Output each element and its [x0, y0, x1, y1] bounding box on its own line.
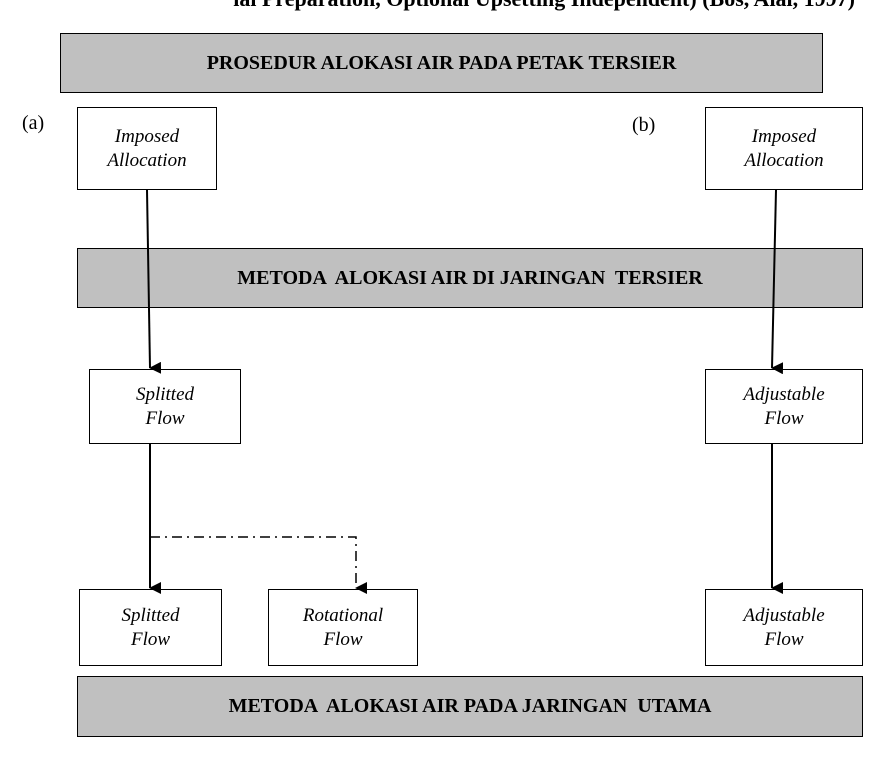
box-text-line-2: Allocation [107, 149, 187, 171]
box-text-line-2: Allocation [744, 149, 824, 171]
box-text-line-1: Imposed [114, 125, 180, 147]
box-imposed-allocation-a: Imposed Allocation [77, 107, 217, 190]
label-a: (a) [22, 112, 45, 134]
label-b: (b) [632, 114, 656, 136]
band-tertiary-method-text: METODA ALOKASI AIR DI JARINGAN TERSIER [237, 266, 703, 289]
box-text-line-1: Rotational [302, 604, 384, 626]
box-text-line-1: Adjustable [743, 604, 825, 626]
box-text-line-1: Imposed [751, 125, 817, 147]
box-text-line-2: Flow [130, 628, 171, 650]
box-splitted-flow-mid: Splitted Flow [89, 369, 241, 444]
box-adjustable-flow-mid: Adjustable Flow [705, 369, 863, 444]
box-text-line-1: Splitted [121, 604, 180, 626]
box-adjustable-flow-bottom: Adjustable Flow [705, 589, 863, 666]
box-text-line-2: Flow [764, 628, 804, 650]
box-text-line-2: Flow [764, 407, 804, 429]
band-main-network-method: METODA ALOKASI AIR PADA JARINGAN UTAMA [77, 676, 863, 737]
box-text-line-1: Adjustable [743, 383, 825, 405]
box-rotational-flow-bottom: Rotational Flow [268, 589, 418, 666]
box-text-line-2: Flow [323, 628, 363, 650]
box-splitted-flow-bottom: Splitted Flow [79, 589, 222, 666]
dashdot-splitted-to-rotational [150, 536, 367, 594]
cut-off-caption-text: ial Preparation, Optional Upsetting Inde… [233, 0, 855, 12]
band-tertiary-method: METODA ALOKASI AIR DI JARINGAN TERSIER [77, 248, 863, 308]
band-main-network-method-text: METODA ALOKASI AIR PADA JARINGAN UTAMA [228, 695, 712, 717]
box-imposed-allocation-b: Imposed Allocation [705, 107, 863, 190]
arrow-imposed-b-to-adjustable [771, 189, 784, 375]
arrow-imposed-a-to-splitted [146, 189, 162, 374]
box-text-line-1: Splitted [135, 383, 195, 405]
band-procedure-text: PROSEDUR ALOKASI AIR PADA PETAK TERSIER [206, 51, 677, 74]
box-text-line-2: Flow [145, 407, 185, 429]
band-procedure: PROSEDUR ALOKASI AIR PADA PETAK TERSIER [60, 33, 823, 93]
cut-off-caption: ial Preparation, Optional Upsetting Inde… [0, 0, 885, 24]
